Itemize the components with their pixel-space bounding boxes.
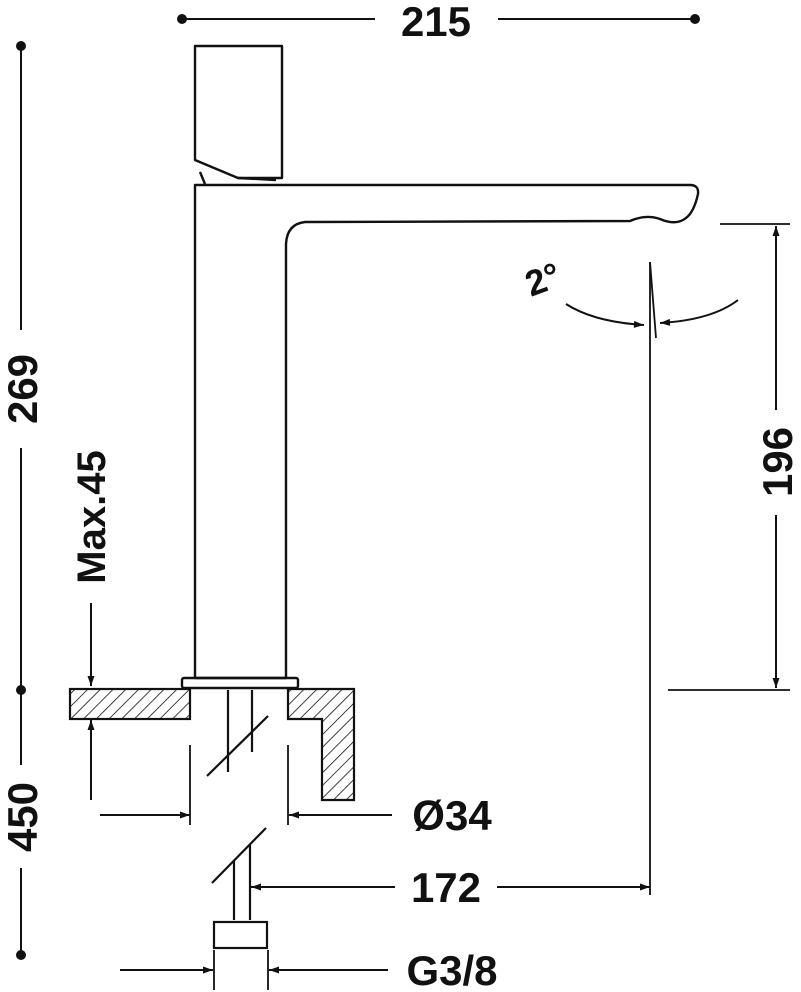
overall-width-label: 215 xyxy=(401,0,471,45)
hose-length-dimension: 450 xyxy=(0,690,46,960)
water-stream-axis xyxy=(649,261,657,895)
connector-nut xyxy=(212,920,269,950)
spout-height-label: 196 xyxy=(754,427,801,497)
connection-thread-label: G3/8 xyxy=(406,947,497,992)
body-diameter-label: Ø34 xyxy=(412,792,492,839)
overall-height-dimension: 269 xyxy=(0,41,46,695)
overall-height-label: 269 xyxy=(0,354,46,424)
overall-width-dimension: 215 xyxy=(177,0,700,45)
spout-reach-label: 172 xyxy=(411,864,481,911)
tilt-angle-label: 2° xyxy=(520,254,566,304)
spout-height-dimension: 196 xyxy=(668,223,801,691)
faucet-body xyxy=(180,44,700,690)
supply-hose xyxy=(206,690,269,950)
lever-handle xyxy=(193,44,284,180)
hose-length-label: 450 xyxy=(0,782,46,852)
spout xyxy=(193,183,700,680)
base-flange xyxy=(180,676,300,690)
mounting-deck xyxy=(68,687,356,802)
connection-thread-dimension: G3/8 xyxy=(120,947,498,992)
deck-thickness-dimension: Max.45 xyxy=(70,450,114,800)
spout-reach-dimension: 172 xyxy=(251,864,650,911)
deck-thickness-label: Max.45 xyxy=(70,450,114,583)
tilt-angle-dimension: 2° xyxy=(520,254,739,328)
body-diameter-dimension: Ø34 xyxy=(100,745,492,839)
